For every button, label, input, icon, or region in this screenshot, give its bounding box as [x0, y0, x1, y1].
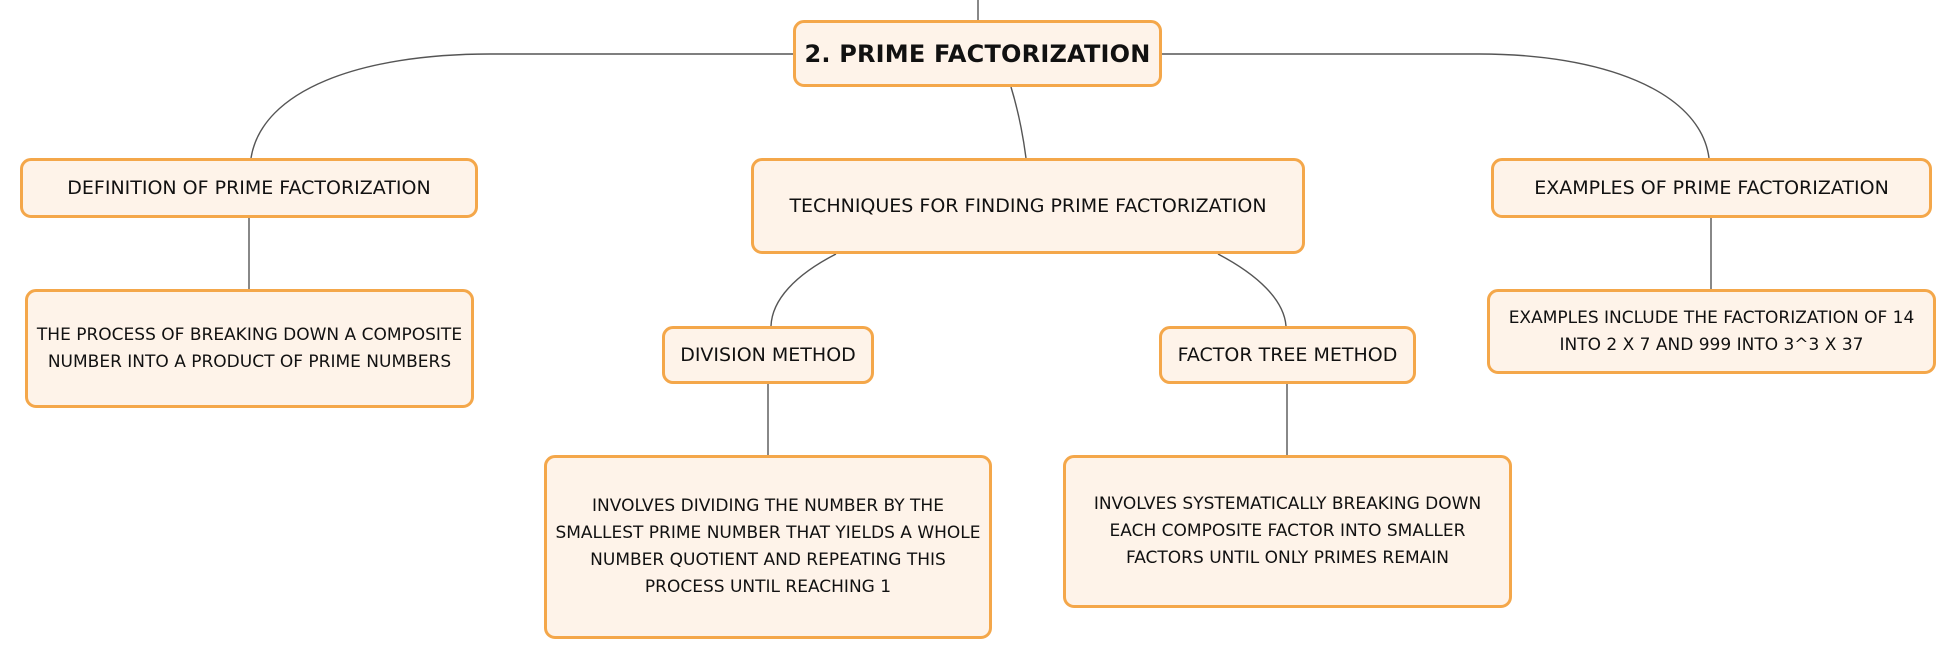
techniques-node: TECHNIQUES FOR FINDING PRIME FACTORIZATI… [751, 158, 1305, 254]
definition-detail-node: THE PROCESS OF BREAKING DOWN A COMPOSITE… [25, 289, 474, 408]
definition-node: DEFINITION OF PRIME FACTORIZATION [20, 158, 478, 218]
examples-node: EXAMPLES OF PRIME FACTORIZATION [1491, 158, 1932, 218]
connector-root-to-techniques [1010, 86, 1027, 159]
examples-detail-node: EXAMPLES INCLUDE THE FACTORIZATION OF 14… [1487, 289, 1936, 374]
root-node: 2. PRIME FACTORIZATION [793, 20, 1162, 87]
division-detail-node: INVOLVES DIVIDING THE NUMBER BY THE SMAL… [544, 455, 992, 639]
connector-root-to-examples [1162, 53, 1710, 159]
connector-root-to-definition [250, 53, 793, 159]
factor-tree-detail-node: INVOLVES SYSTEMATICALLY BREAKING DOWN EA… [1063, 455, 1512, 608]
connector-techniques-to-division [770, 253, 837, 327]
factor-tree-method-node: FACTOR TREE METHOD [1159, 326, 1416, 384]
division-method-node: DIVISION METHOD [662, 326, 874, 384]
connector-techniques-to-factor-tree [1217, 253, 1287, 327]
